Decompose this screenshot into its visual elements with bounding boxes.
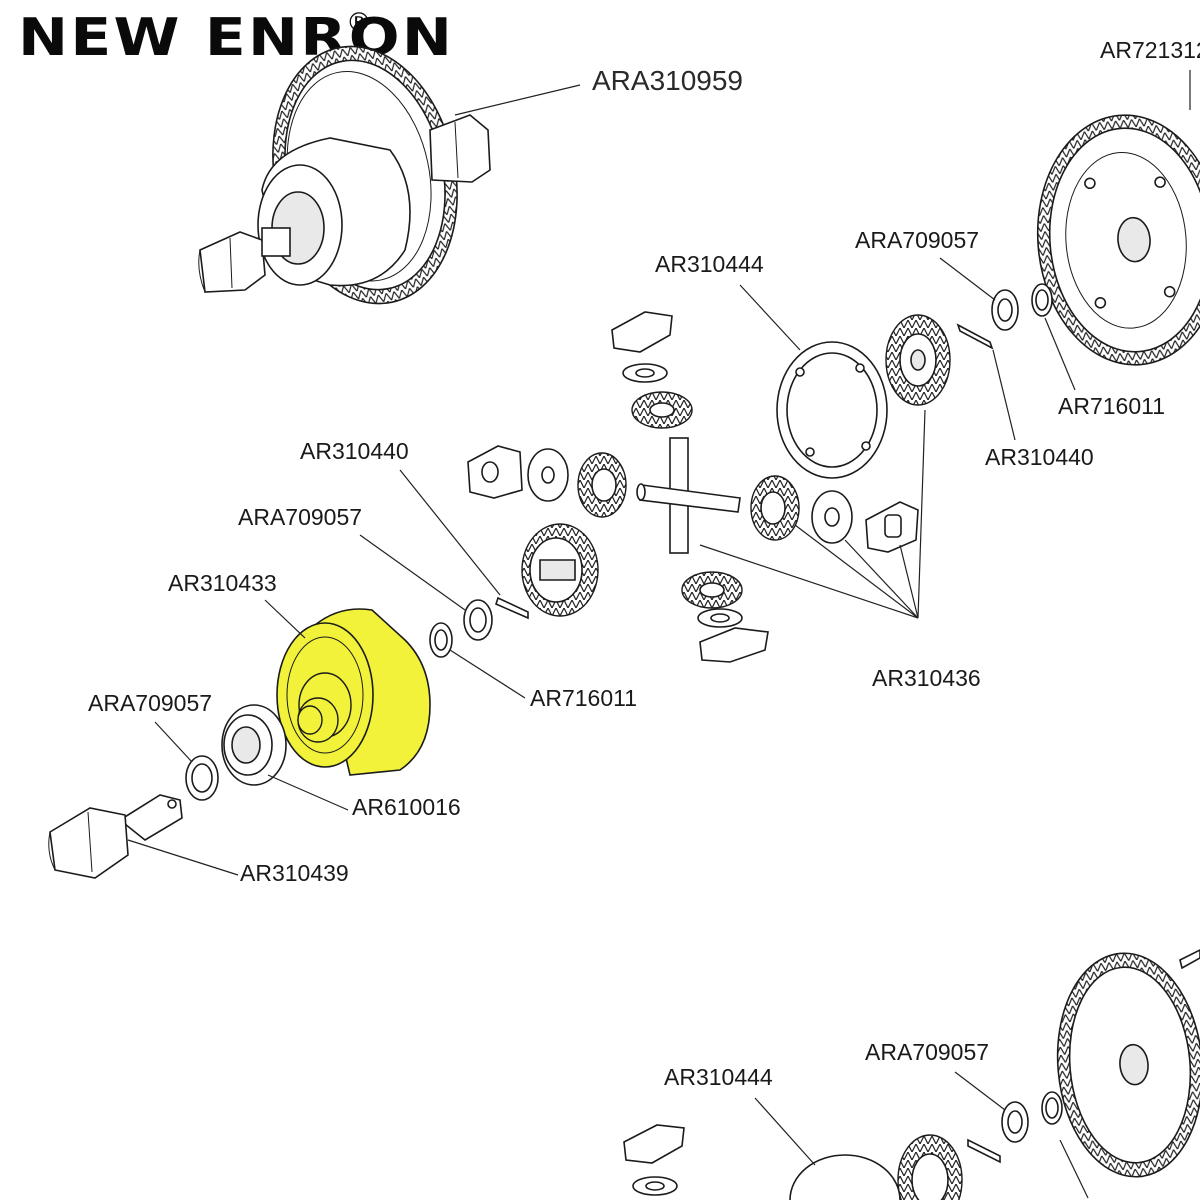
label-ar310444-bottom: AR310444 [664,1064,773,1090]
bevel-gear-large [885,314,951,406]
label-assembly: ARA310959 [592,65,743,96]
ring-gear-right [1036,114,1200,366]
pin [495,596,529,620]
bevel-gear-small [681,571,743,609]
gasket [789,1154,901,1200]
registered-mark: ® [346,8,372,38]
ring-gear-bottom [1056,952,1200,1178]
label-corner: AR721312 [1100,37,1200,63]
bevel-gear-large [897,1134,963,1200]
pad [699,627,769,663]
leader-line [454,84,581,116]
pin [967,1138,1001,1164]
label-ara709057-mid: ARA709057 [238,504,362,530]
highlighted-case [276,608,431,776]
label-ara709057-left: ARA709057 [88,690,212,716]
bevel-gear-small [631,391,693,429]
label-ar310433: AR310433 [168,570,277,596]
pad [611,311,673,353]
bevel-gear-small [750,475,800,541]
bearing [221,704,287,786]
label-ar610016: AR610016 [352,794,461,820]
gasket [776,341,888,479]
label-ar716011-right: AR716011 [1058,393,1165,419]
label-ar310444-top: AR310444 [655,251,764,277]
label-ar310440-right: AR310440 [985,444,1094,470]
label-ar310439: AR310439 [240,860,349,886]
label-ar716011-left: AR716011 [530,685,637,711]
label-ar310440-left: AR310440 [300,438,409,464]
pad [623,1124,685,1164]
outdrive [48,794,183,879]
label-ara709057-bottom: ARA709057 [865,1039,989,1065]
assembled-differential [198,45,491,305]
label-ara709057-top: ARA709057 [855,227,979,253]
leader-lines-ar310436 [699,409,926,619]
side-gear [521,523,599,617]
label-ar310436: AR310436 [872,665,981,691]
cross-pin [636,437,741,554]
pin [956,323,994,350]
bevel-gear-small [577,452,627,518]
